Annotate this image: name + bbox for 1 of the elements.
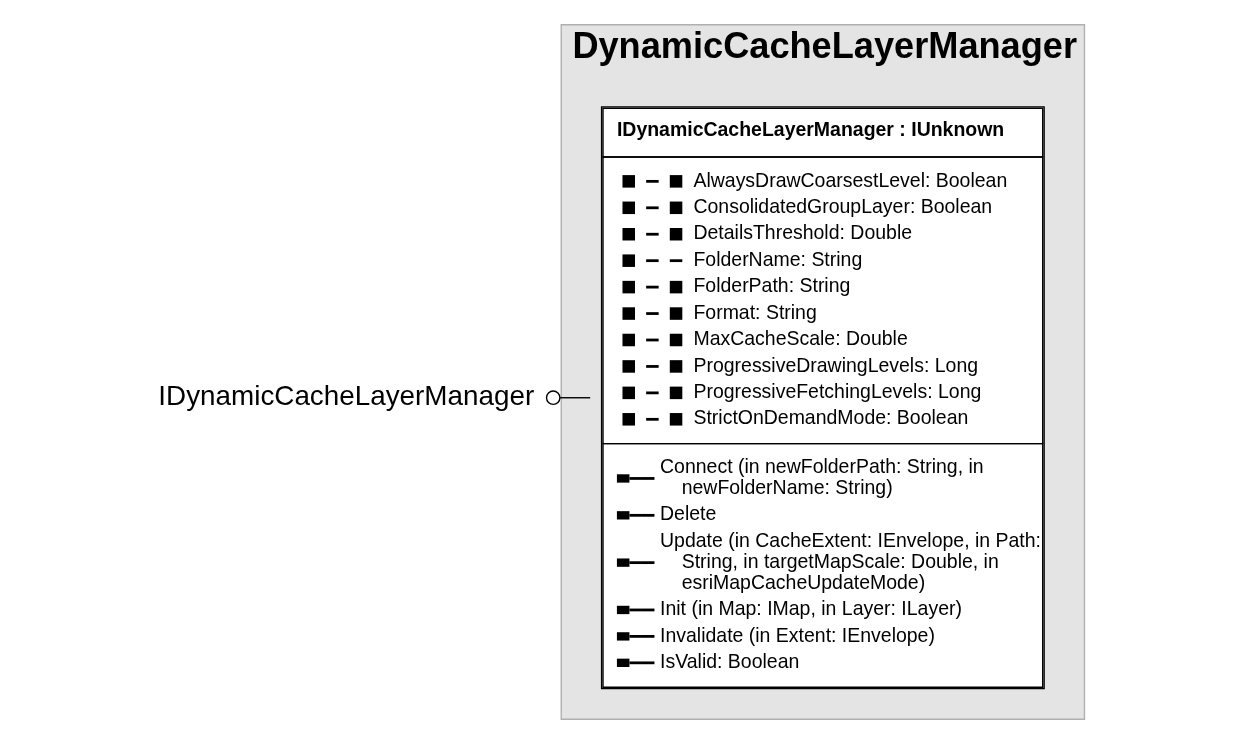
node-text: IDynamicCacheLayerManager <box>157 379 534 411</box>
